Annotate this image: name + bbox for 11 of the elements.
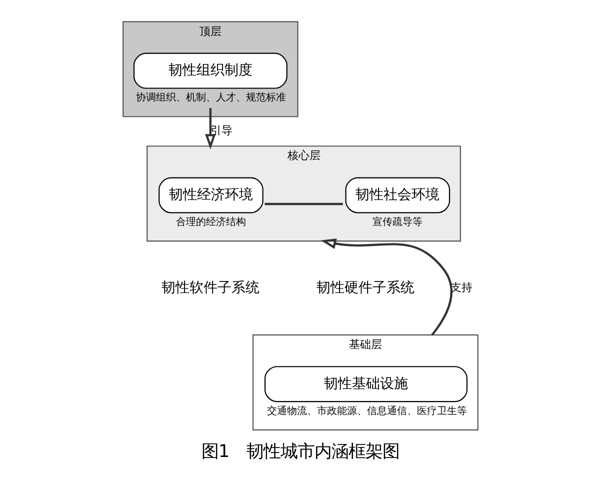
node-label: 合理的经济结构 — [176, 216, 246, 228]
caption: 图1 韧性城市内涵框架图 — [200, 442, 400, 462]
edge-label: 引导 — [210, 124, 232, 138]
label: 韧性软件子系统 — [160, 280, 259, 296]
arrow — [204, 108, 216, 150]
node-label: 宣传疏导等 — [372, 216, 422, 228]
arrow — [320, 238, 452, 336]
connector — [264, 202, 342, 206]
node-label: 交通物流、市政能源、信息通信、医疗卫生等 — [266, 406, 467, 417]
label: 韧性硬件子系统 — [316, 280, 414, 296]
node-label: 协调组织、机制、人才、规范标准 — [136, 92, 286, 104]
